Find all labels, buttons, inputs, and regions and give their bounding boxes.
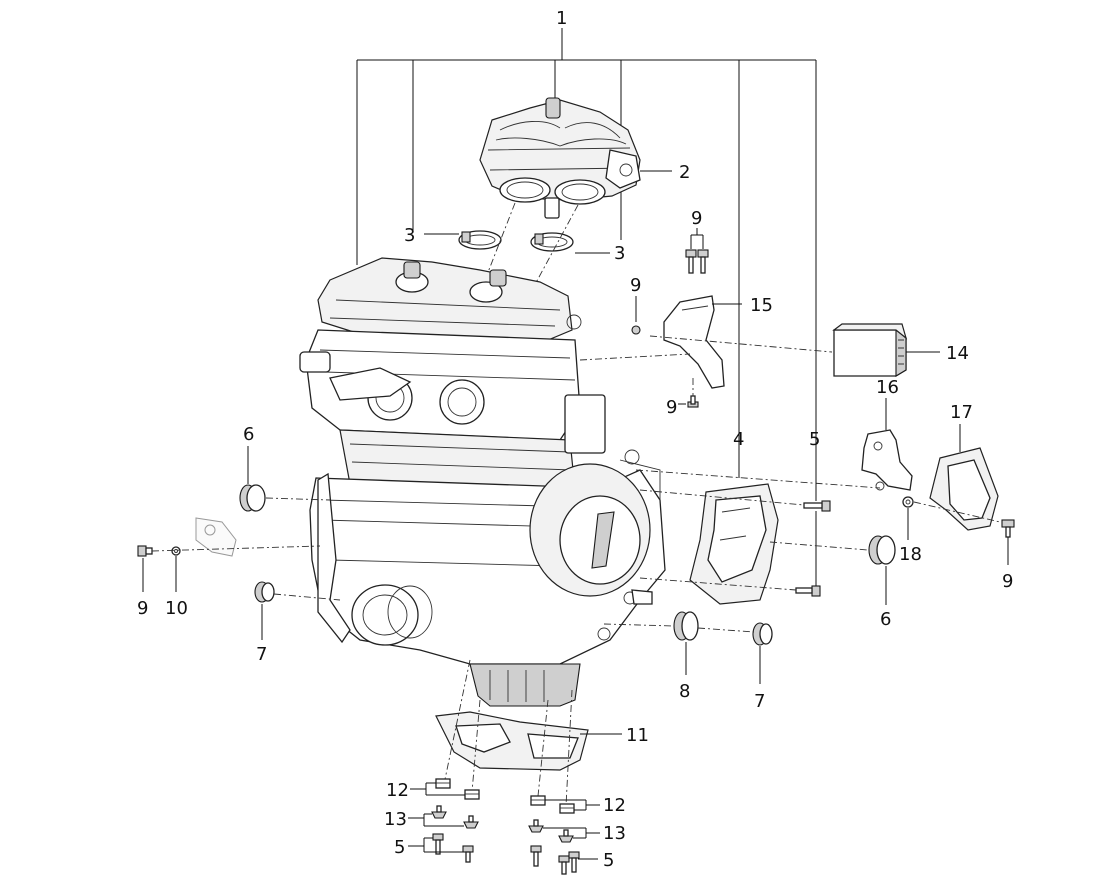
bolt-13-bl-a (431, 805, 447, 819)
callout-16: 16 (876, 377, 899, 398)
callout-14: 14 (946, 343, 969, 364)
side-cover-17 (929, 447, 999, 531)
callout-5-right: 5 (809, 429, 820, 450)
oil-filter (351, 584, 419, 646)
callout-labels: 1 2 3 3 4 5 5 5 6 6 7 7 8 9 9 9 9 9 10 1… (137, 8, 1013, 871)
grommet-12-br-a (530, 795, 546, 806)
grommet-7-left (254, 581, 275, 603)
callout-13-left: 13 (384, 809, 407, 830)
grommet-6-right (868, 535, 896, 565)
grommet-12-bl-b (464, 789, 480, 800)
callout-4: 4 (733, 429, 744, 450)
bolt-9-bracket-top-left (685, 249, 697, 274)
ecu-unit (832, 323, 908, 377)
bolt-5-bl-a (432, 833, 444, 855)
hose-clamp-right (530, 232, 574, 252)
bolt-9-right (1001, 519, 1015, 538)
bolt-5-br-a (530, 845, 542, 867)
callout-5-bottom-left: 5 (394, 837, 405, 858)
bolt-5-lower-right (795, 585, 821, 597)
bolt-13-br-b (558, 829, 574, 843)
callout-7-right: 7 (754, 691, 765, 712)
callout-6-right: 6 (880, 609, 891, 630)
callout-11: 11 (626, 725, 649, 746)
callout-8: 8 (679, 681, 690, 702)
grommet-6-left (239, 484, 266, 512)
callout-9-bracket-bottom: 9 (666, 397, 677, 418)
grommet-12-br-b (559, 803, 575, 814)
washer-18 (902, 496, 914, 508)
callout-9-left: 9 (137, 598, 148, 619)
bolt-5-br-b (558, 855, 570, 875)
grommet-8 (673, 611, 699, 641)
mount-bracket-16 (861, 429, 913, 491)
bolt-9-bracket-left (631, 296, 641, 335)
callout-13-right: 13 (603, 823, 626, 844)
bolt-13-br-a (528, 819, 544, 833)
sprocket-cover (689, 483, 779, 605)
bolt-5-br-c (568, 851, 580, 873)
callout-3-left: 3 (404, 225, 415, 246)
bolt-9-bracket-top-right (697, 249, 709, 274)
bolt-13-bl-b (463, 815, 479, 829)
callout-1: 1 (556, 8, 567, 29)
ecu-bracket (663, 295, 725, 389)
callout-12-right: 12 (603, 795, 626, 816)
skid-plate (435, 711, 589, 771)
callout-6-left: 6 (243, 424, 254, 445)
callout-12-left: 12 (386, 780, 409, 801)
callout-7-left: 7 (256, 644, 267, 665)
throttle-body (479, 97, 641, 219)
hose-clamp-left (458, 230, 502, 250)
callout-15: 15 (750, 295, 773, 316)
callout-9-right: 9 (1002, 571, 1013, 592)
callout-5-bottom-right: 5 (603, 850, 614, 871)
bolt-9-left (137, 545, 153, 557)
callout-17: 17 (950, 402, 973, 423)
grommet-7-right (752, 622, 773, 646)
frame-bracket-ghost (195, 517, 237, 557)
bolt-5-upper-right (803, 500, 831, 512)
callout-9-bracket-left: 9 (630, 275, 641, 296)
grommet-12-bl-a (435, 778, 451, 789)
callout-2: 2 (679, 162, 690, 183)
washer-10 (171, 546, 181, 556)
callout-10: 10 (165, 598, 188, 619)
callout-3-right: 3 (614, 243, 625, 264)
engine-assembly (299, 257, 666, 707)
bolt-9-bracket-bottom (687, 395, 699, 408)
callout-9-bracket-top: 9 (691, 208, 702, 229)
callout-18: 18 (899, 544, 922, 565)
bolt-5-bl-b (462, 845, 474, 863)
